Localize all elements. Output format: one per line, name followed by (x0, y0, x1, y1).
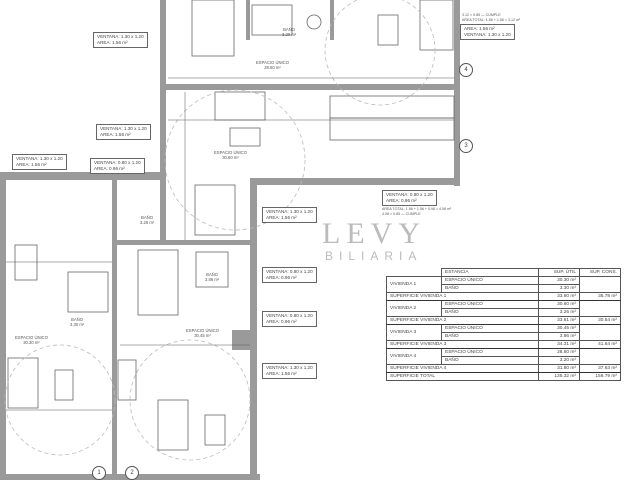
header-sup-cons: SUP. CONS. (579, 268, 621, 277)
watermark-subtitle: BILIARIA (325, 249, 423, 263)
unit-marker: 3 (459, 139, 473, 153)
compliance-note: AREA TOTAL: 1.56 + 1.56 + 0.96 = 4.08 m²… (382, 207, 452, 216)
furniture (4, 0, 455, 461)
unit-marker: 1 (92, 466, 106, 480)
unit-marker: 2 (125, 466, 139, 480)
header-sup-util: SUP. ÚTIL (538, 268, 580, 277)
watermark-logo: LEVY (322, 217, 426, 250)
dimension-lines (6, 77, 454, 411)
unit-marker: 4 (459, 63, 473, 77)
header-estancia: ESTANCIA (441, 268, 539, 277)
